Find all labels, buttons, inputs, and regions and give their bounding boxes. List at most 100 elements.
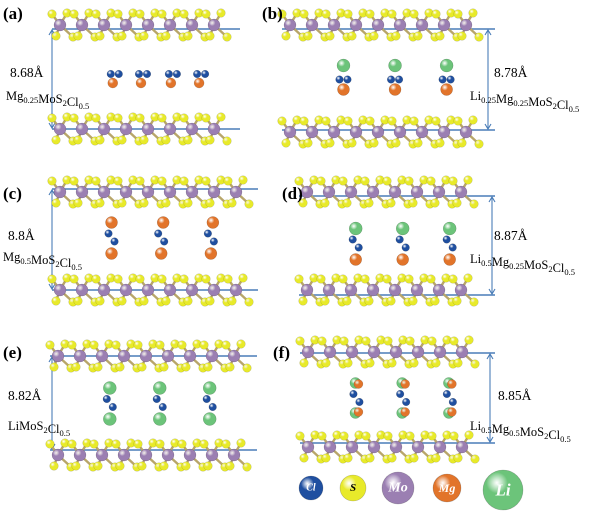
mo-atom [119, 185, 133, 199]
mo-atom [119, 18, 133, 32]
cl-atom [134, 69, 144, 79]
mo-atom [322, 185, 336, 199]
s-atom [227, 198, 237, 208]
mg-atom [353, 407, 364, 417]
mo-atom [141, 185, 155, 199]
mg-atom [440, 83, 453, 96]
s-atom [343, 116, 353, 126]
s-atom [51, 135, 61, 145]
s-atom [431, 116, 441, 126]
cl-atom [401, 243, 410, 252]
s-atom [69, 274, 79, 284]
s-atom [161, 198, 171, 208]
mo-atom [75, 283, 89, 297]
s-atom [431, 358, 441, 368]
panel-c-formula: Mg0.5MoS2Cl0.5 [3, 250, 82, 272]
mg-atom [156, 216, 170, 229]
s-atom [89, 340, 99, 350]
mo-atom [207, 122, 221, 136]
mo-atom [185, 18, 199, 32]
li-atom [103, 381, 117, 395]
mo-atom [433, 440, 447, 454]
s-atom [157, 176, 167, 186]
mg-atom [396, 253, 409, 266]
s-atom [299, 116, 309, 126]
mg-atom [105, 216, 118, 229]
panel-b-spacing: 8.78Å [494, 65, 528, 80]
mg-atom [443, 253, 456, 266]
s-atom [91, 9, 101, 19]
mo-atom [163, 283, 177, 297]
cl-pair [154, 229, 169, 246]
s-atom [303, 31, 313, 41]
mo-atom [433, 345, 447, 359]
cl-atom [201, 69, 210, 79]
cl-atom [387, 75, 396, 84]
s-atom [316, 176, 326, 186]
mo-atom [432, 185, 446, 199]
s-atom [222, 136, 232, 146]
s-atom [470, 359, 480, 369]
s-atom [365, 9, 375, 19]
cl-atom [355, 397, 364, 407]
s-atom [413, 31, 423, 41]
mg-atom [154, 247, 168, 260]
s-atom [181, 362, 191, 372]
mo-atom [459, 18, 473, 32]
mo-atom [185, 283, 199, 297]
panel-a-spacing: 8.68Å [10, 65, 44, 80]
mo-atom [367, 440, 381, 454]
s-atom [453, 358, 463, 368]
s-atom [383, 336, 393, 346]
mo-atom [327, 18, 341, 32]
s-atom [453, 453, 463, 463]
s-atom [464, 430, 474, 440]
mo-atom [432, 283, 446, 297]
s-atom [133, 340, 143, 350]
legend-item-mo: Mo [381, 471, 415, 505]
s-atom [405, 336, 415, 346]
mo-atom [388, 185, 402, 199]
s-atom [413, 138, 423, 148]
s-atom [435, 31, 445, 41]
s-atom [161, 31, 171, 41]
s-atom [183, 31, 193, 41]
panel-e-bottom-slab [45, 438, 252, 472]
cl-atom [202, 394, 211, 404]
mo-atom [454, 185, 468, 199]
s-atom [225, 362, 235, 372]
s-atom [404, 274, 414, 284]
cl-atom [208, 402, 217, 412]
mo-atom [345, 440, 359, 454]
s-atom [408, 296, 418, 306]
s-atom [364, 296, 374, 306]
mo-atom [227, 448, 241, 462]
panel-c-label: (c) [3, 184, 22, 203]
cl-atom [335, 75, 344, 84]
s-atom [183, 296, 193, 306]
s-atom [339, 431, 349, 441]
mo-atom [283, 125, 297, 139]
s-atom [431, 453, 441, 463]
cl-atom [446, 75, 455, 84]
mo-atom [411, 440, 425, 454]
cl-pair [387, 75, 404, 84]
cl-atom [395, 75, 404, 84]
cl-pair [395, 235, 410, 252]
cl-atom [114, 69, 123, 79]
mo-atom [371, 18, 385, 32]
s-atom [159, 362, 169, 372]
mo-atom [345, 345, 359, 359]
panel-d-bottom-slab [294, 273, 479, 307]
s-atom [95, 296, 105, 306]
s-atom [137, 461, 147, 471]
s-atom [183, 198, 193, 208]
s-atom [203, 362, 213, 372]
mo-atom [97, 18, 111, 32]
panel-b-top-slab [277, 8, 484, 42]
li-atom [388, 58, 402, 73]
s-atom [347, 138, 357, 148]
cl-atom [395, 235, 404, 244]
mo-atom [389, 345, 403, 359]
s-atom [113, 274, 123, 284]
